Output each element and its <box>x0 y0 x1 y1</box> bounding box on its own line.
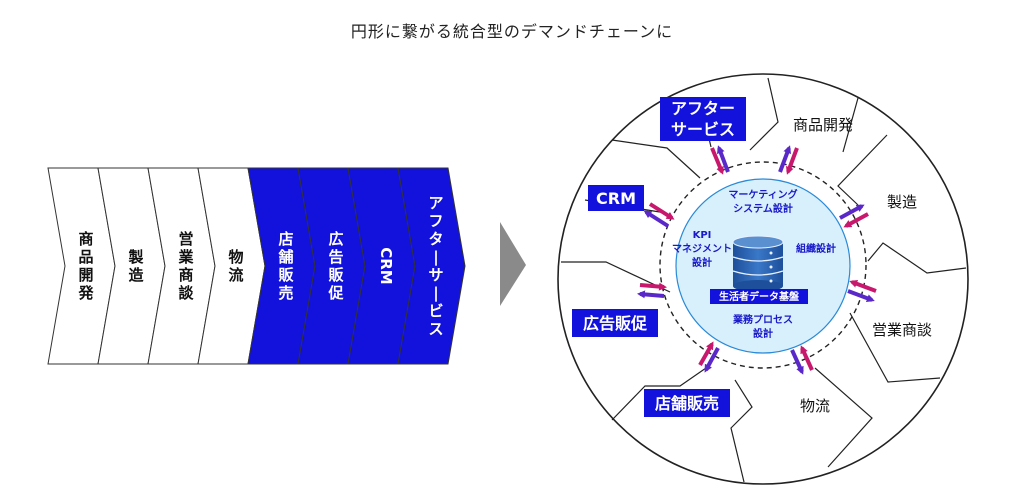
chain-label: CRM <box>377 247 395 285</box>
chain-label: 店舗販売 <box>277 230 294 302</box>
after-service-label-2: サービス <box>671 120 735 139</box>
after-service-box <box>660 97 746 141</box>
ad-label: 広告販促 <box>583 314 648 333</box>
chain-step-after-service <box>397 167 466 365</box>
process-label-1: 業務プロセス <box>732 313 793 326</box>
kpi-label-1: KPI <box>693 230 712 241</box>
arrow-in <box>698 341 714 366</box>
segment-lines <box>561 77 967 483</box>
store-label: 店舗販売 <box>655 394 719 413</box>
arrow-out <box>790 349 804 375</box>
arrow-in <box>639 282 667 291</box>
chain-labels: 商品開発 製造 営業商談 物流 店舗販売 広告販促 CRM アフタ|サ|ビス <box>77 194 443 338</box>
org-label: 組織設計 <box>796 242 836 255</box>
value-chain <box>47 167 466 365</box>
demand-chain-circle: アフター サービス CRM 広告販促 店舗販売 商品開発 製造 営業商談 物流 … <box>557 73 969 485</box>
arrow-in <box>710 147 724 175</box>
diagram-title: 円形に繋がる統合型のデマンドチェーンに <box>350 22 674 41</box>
arrow-in <box>786 147 799 175</box>
chain-label: 広告販促 <box>327 230 344 302</box>
sales-label: 営業商談 <box>872 321 932 339</box>
chain-label: 製造 <box>127 248 143 284</box>
arrow-in <box>648 202 675 220</box>
chain-label: 商品開発 <box>77 230 94 302</box>
marketing-label-1: マーケティング <box>728 188 797 201</box>
store-box <box>644 389 730 417</box>
dashed-ring <box>659 161 867 369</box>
kpi-label-2: マネジメント <box>672 243 732 255</box>
arrow-out <box>847 289 875 302</box>
database-icon <box>732 235 784 292</box>
arrow-out <box>637 290 665 299</box>
chain-label: 物流 <box>228 248 243 284</box>
crm-label: CRM <box>596 189 636 208</box>
arrow-in <box>800 345 814 371</box>
crm-box <box>588 185 644 211</box>
flow-arrows <box>637 145 877 375</box>
product-dev-label: 商品開発 <box>793 116 853 134</box>
marketing-label-2: システム設計 <box>733 202 793 215</box>
arrow-out <box>839 204 865 220</box>
arrow-out <box>704 347 720 373</box>
chain-label: 営業商談 <box>177 230 194 302</box>
arrow-in <box>849 280 877 293</box>
logistics-label: 物流 <box>800 397 830 415</box>
chain-label: アフタ|サ|ビス <box>428 194 443 338</box>
arrow-in <box>843 212 869 228</box>
arrow-out <box>643 210 670 228</box>
data-base-label-bg <box>710 289 808 304</box>
process-label-2: 設計 <box>753 327 773 340</box>
kpi-label-3: 設計 <box>692 256 712 269</box>
arrow-out <box>778 145 791 173</box>
manufacturing-label: 製造 <box>887 193 917 211</box>
data-base-label: 生活者データ基盤 <box>719 290 800 303</box>
arrow-out <box>717 145 730 173</box>
after-service-label-1: アフター <box>671 99 735 118</box>
ad-box <box>572 309 658 337</box>
transform-arrow <box>500 222 526 306</box>
